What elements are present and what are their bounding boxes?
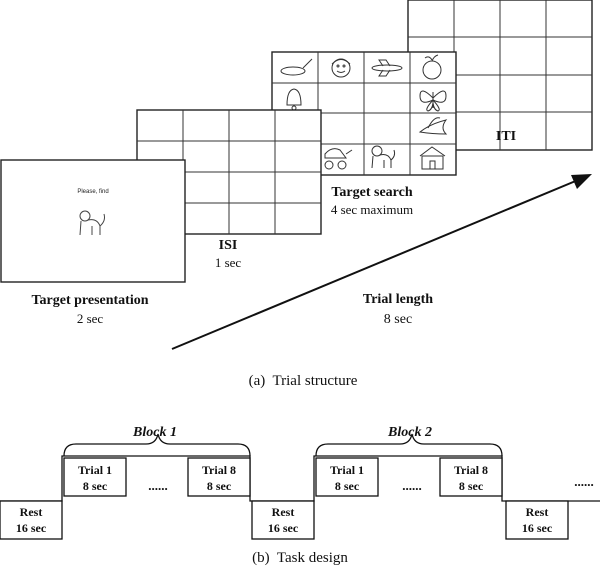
target-presentation-screen: Please, find — [0, 159, 186, 283]
rest-label: Rest — [526, 505, 549, 519]
monkey-icon — [79, 210, 105, 236]
monkey-icon — [371, 145, 396, 169]
stroller-icon — [324, 148, 353, 170]
trial-label: Trial 1 — [78, 463, 112, 477]
target-search-screen — [271, 51, 457, 176]
bird-icon — [418, 117, 448, 135]
block-1-label: Block 1 — [132, 425, 177, 440]
block-2-label: Block 2 — [387, 425, 432, 440]
block-2-trial-8: Trial 8 8 sec — [439, 457, 503, 497]
rest-duration: 16 sec — [268, 521, 299, 535]
rest-label: Rest — [272, 505, 295, 519]
block-1-trial-8: Trial 8 8 sec — [187, 457, 251, 497]
apple-icon — [422, 54, 442, 80]
rest-box-2: Rest 16 sec — [251, 500, 315, 540]
pan-icon — [280, 58, 313, 76]
trial-duration: 8 sec — [207, 479, 232, 493]
isi-label: ISI — [219, 238, 238, 253]
target-presentation-duration: 2 sec — [77, 311, 104, 326]
rest-box-1: Rest 16 sec — [0, 500, 63, 540]
caption-a: (a) Trial structure — [249, 373, 358, 389]
block-2-ellipsis: ...... — [402, 478, 422, 493]
rest-label: Rest — [20, 505, 43, 519]
rest-box-3: Rest 16 sec — [505, 500, 569, 540]
block-1-brace — [63, 433, 251, 457]
face-icon — [331, 58, 351, 78]
trial-length-duration: 8 sec — [384, 312, 412, 327]
block-1-trial-1: Trial 1 8 sec — [63, 457, 127, 497]
rest-duration: 16 sec — [522, 521, 553, 535]
airplane-icon — [371, 59, 403, 77]
trial-duration: 8 sec — [459, 479, 484, 493]
block-2-brace — [315, 433, 503, 457]
trial-label: Trial 8 — [454, 463, 488, 477]
trial-duration: 8 sec — [83, 479, 108, 493]
trial-length-label: Trial length — [363, 292, 433, 307]
caption-b: (b) Task design — [252, 550, 348, 566]
trial-label: Trial 1 — [330, 463, 364, 477]
trial-length-arrow — [171, 174, 592, 350]
butterfly-icon — [419, 90, 447, 112]
block-2-trial-1: Trial 1 8 sec — [315, 457, 379, 497]
trial-duration: 8 sec — [335, 479, 360, 493]
house-icon — [419, 146, 446, 170]
target-prompt: Please, find — [77, 189, 108, 195]
block-1-ellipsis: ...... — [148, 478, 168, 493]
iti-label: ITI — [496, 129, 516, 144]
continuation-ellipsis: ...... — [574, 474, 594, 489]
isi-duration: 1 sec — [215, 255, 242, 270]
target-search-duration: 4 sec maximum — [331, 202, 413, 217]
trial-label: Trial 8 — [202, 463, 236, 477]
target-search-label: Target search — [331, 185, 412, 200]
rest-duration: 16 sec — [16, 521, 47, 535]
target-presentation-label: Target presentation — [31, 293, 148, 308]
